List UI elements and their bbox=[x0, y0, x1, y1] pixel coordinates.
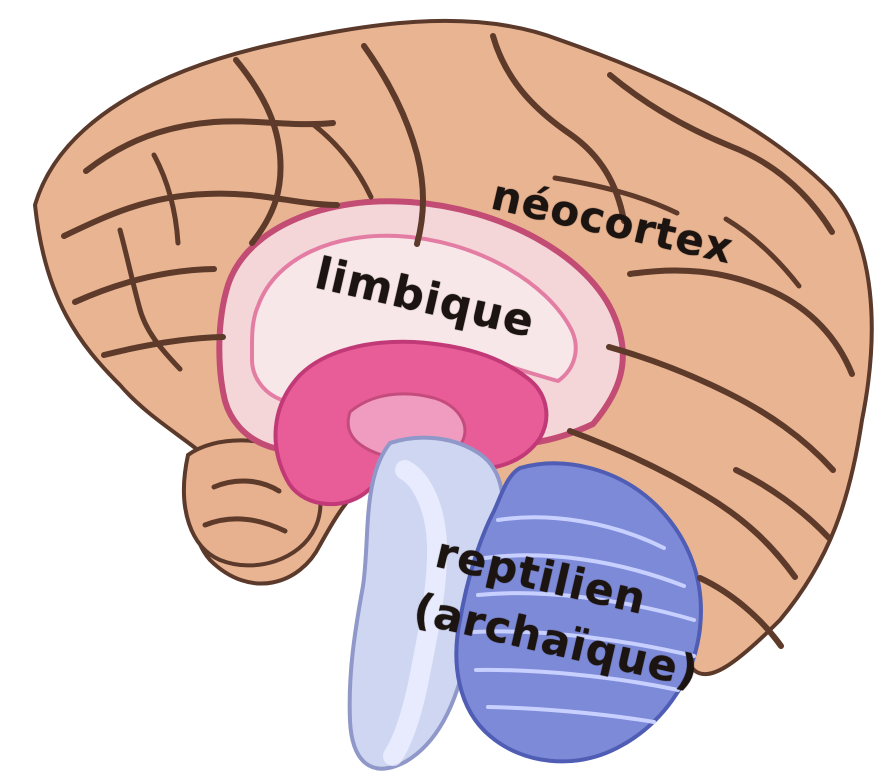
brain-diagram: néocortex limbique reptilien (archaïque) bbox=[0, 0, 879, 784]
brain-illustration bbox=[0, 0, 879, 784]
